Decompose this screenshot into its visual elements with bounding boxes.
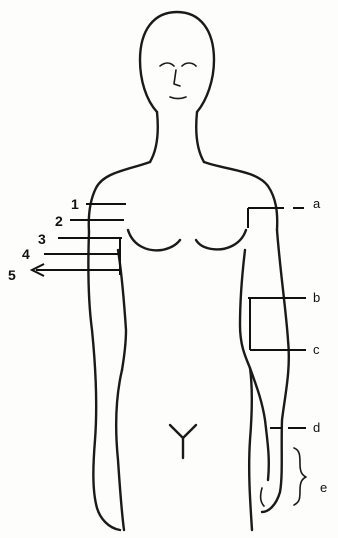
label-c: c [313, 342, 320, 357]
left-shoulder [89, 162, 150, 232]
left-bust [128, 230, 180, 250]
label-e: e [320, 480, 327, 495]
right-shoulder [204, 162, 277, 230]
mouth [170, 97, 186, 99]
right-arm-outer [262, 230, 289, 512]
neck-left [150, 112, 158, 162]
right-arm-inner [240, 250, 269, 480]
label-5: 5 [8, 267, 16, 283]
head-outline [140, 12, 214, 112]
label-4: 4 [22, 246, 30, 262]
left-eye [160, 63, 174, 66]
right-hand-finger [261, 488, 264, 506]
label-1: 1 [71, 196, 79, 212]
neck-right [196, 112, 204, 162]
crotch [170, 425, 196, 458]
torso-left [116, 370, 124, 530]
label-d: d [313, 420, 320, 435]
brace-e [294, 448, 306, 505]
label-a: a [313, 196, 321, 211]
left-arm-outer [88, 232, 120, 530]
label-2: 2 [55, 213, 63, 229]
label-3: 3 [38, 231, 46, 247]
right-bust [196, 230, 246, 249]
nose [174, 70, 180, 86]
label-b: b [313, 290, 320, 305]
torso-right [249, 368, 252, 530]
right-eye [182, 63, 196, 66]
